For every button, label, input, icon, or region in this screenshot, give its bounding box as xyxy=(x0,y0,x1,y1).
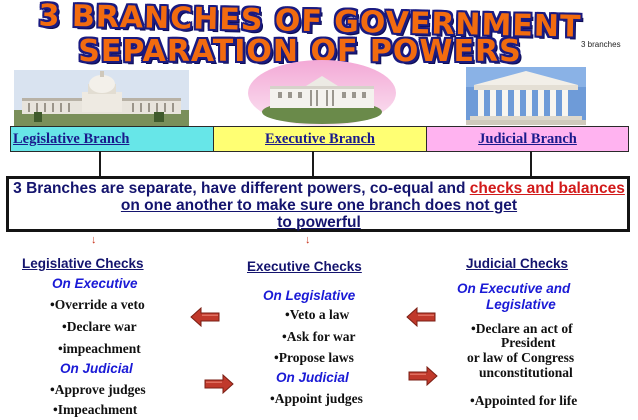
slide-note: 3 branches xyxy=(581,40,621,49)
summary-part-3: to powerful xyxy=(277,214,361,231)
summary-part-1: 3 Branches are separate, have different … xyxy=(13,180,470,197)
jud-item-appointed-life: •Appointed for life xyxy=(470,393,578,408)
judicial-branch-label: Judicial Branch xyxy=(427,127,628,151)
leg-item-impeachment-judges: •Impeachment xyxy=(53,402,138,417)
executive-connector xyxy=(312,151,314,177)
jud-item-line-4: unconstitutional xyxy=(479,365,573,380)
legislative-connector xyxy=(99,151,101,177)
branch-bar: Legislative Branch Executive Branch Judi… xyxy=(10,126,629,152)
judicial-connector xyxy=(530,151,532,177)
summary-box: 3 Branches are separate, have different … xyxy=(6,176,630,232)
leg-item-approve-judges: •Approve judges xyxy=(50,382,146,397)
exec-item-appoint-judges: •Appoint judges xyxy=(270,391,363,406)
capitol-building-image xyxy=(14,70,189,126)
left-arrow-icon xyxy=(406,307,436,327)
supreme-court-image xyxy=(466,67,586,125)
white-house-image xyxy=(248,60,396,126)
leg-item-declare-war: •Declare war xyxy=(62,319,137,334)
exec-item-veto: •Veto a law xyxy=(285,307,350,322)
down-arrow-icon: ↓ xyxy=(305,234,311,246)
jud-item-line-3: or law of Congress xyxy=(467,350,575,365)
jud-item-line-2: President xyxy=(501,335,556,350)
right-arrow-icon xyxy=(408,366,438,386)
exec-item-propose-laws: •Propose laws xyxy=(274,350,354,365)
left-arrow-icon xyxy=(190,307,220,327)
exec-item-ask-war: •Ask for war xyxy=(282,329,356,344)
on-judicial-subheading-exec: On Judicial xyxy=(276,370,349,385)
right-arrow-icon xyxy=(204,374,234,394)
judicial-checks-heading: Judicial Checks xyxy=(466,256,569,271)
executive-checks-heading: Executive Checks xyxy=(247,259,362,274)
on-executive-subheading: On Executive xyxy=(52,276,138,291)
on-legislative-subheading: On Legislative xyxy=(263,288,356,303)
summary-text: 3 Branches are separate, have different … xyxy=(13,180,625,231)
legislative-checks-heading: Legislative Checks xyxy=(22,256,144,271)
on-exec-and-leg-subheading-1: On Executive and xyxy=(457,281,571,296)
leg-item-override-veto: •Override a veto xyxy=(50,297,145,312)
summary-part-2: on one another to make sure one branch d… xyxy=(120,197,518,214)
checks-and-balances-link[interactable]: checks and balances xyxy=(469,180,625,197)
jud-item-line-1: •Declare an act of xyxy=(471,321,573,336)
on-judicial-subheading: On Judicial xyxy=(60,361,133,376)
on-exec-and-leg-subheading-2: Legislative xyxy=(486,297,556,312)
legislative-branch-label: Legislative Branch xyxy=(11,127,214,151)
down-arrow-icon: ↓ xyxy=(91,234,97,246)
executive-branch-label: Executive Branch xyxy=(214,127,427,151)
leg-item-impeachment: •impeachment xyxy=(58,341,141,356)
